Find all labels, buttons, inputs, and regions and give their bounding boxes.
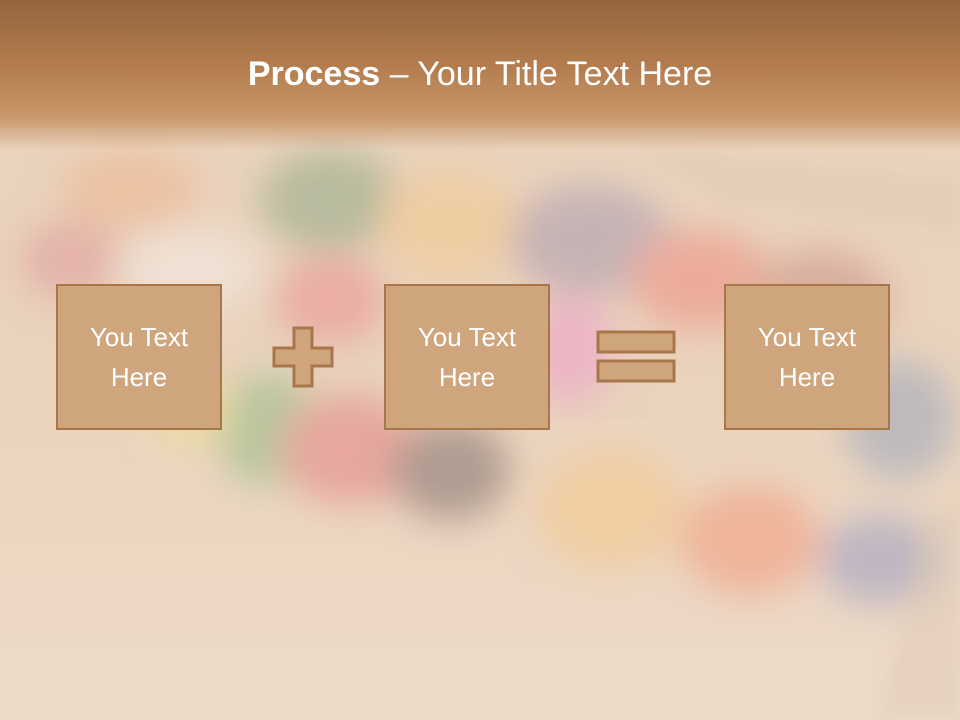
process-box-1[interactable]: You Text Here [56,284,222,430]
process-box-3-text: You Text Here [757,322,857,392]
equals-icon [596,330,676,383]
plus-icon [272,326,334,388]
process-box-2-text: You Text Here [417,322,517,392]
slide-title: Process – Your Title Text Here [0,52,960,96]
process-box-1-text: You Text Here [89,322,189,392]
title-separator: – [380,55,418,93]
process-box-3[interactable]: You Text Here [724,284,890,430]
process-box-2[interactable]: You Text Here [384,284,550,430]
title-bold: Process [247,55,381,93]
title-text: Your Title Text Here [417,55,713,93]
title-bar [0,0,960,150]
